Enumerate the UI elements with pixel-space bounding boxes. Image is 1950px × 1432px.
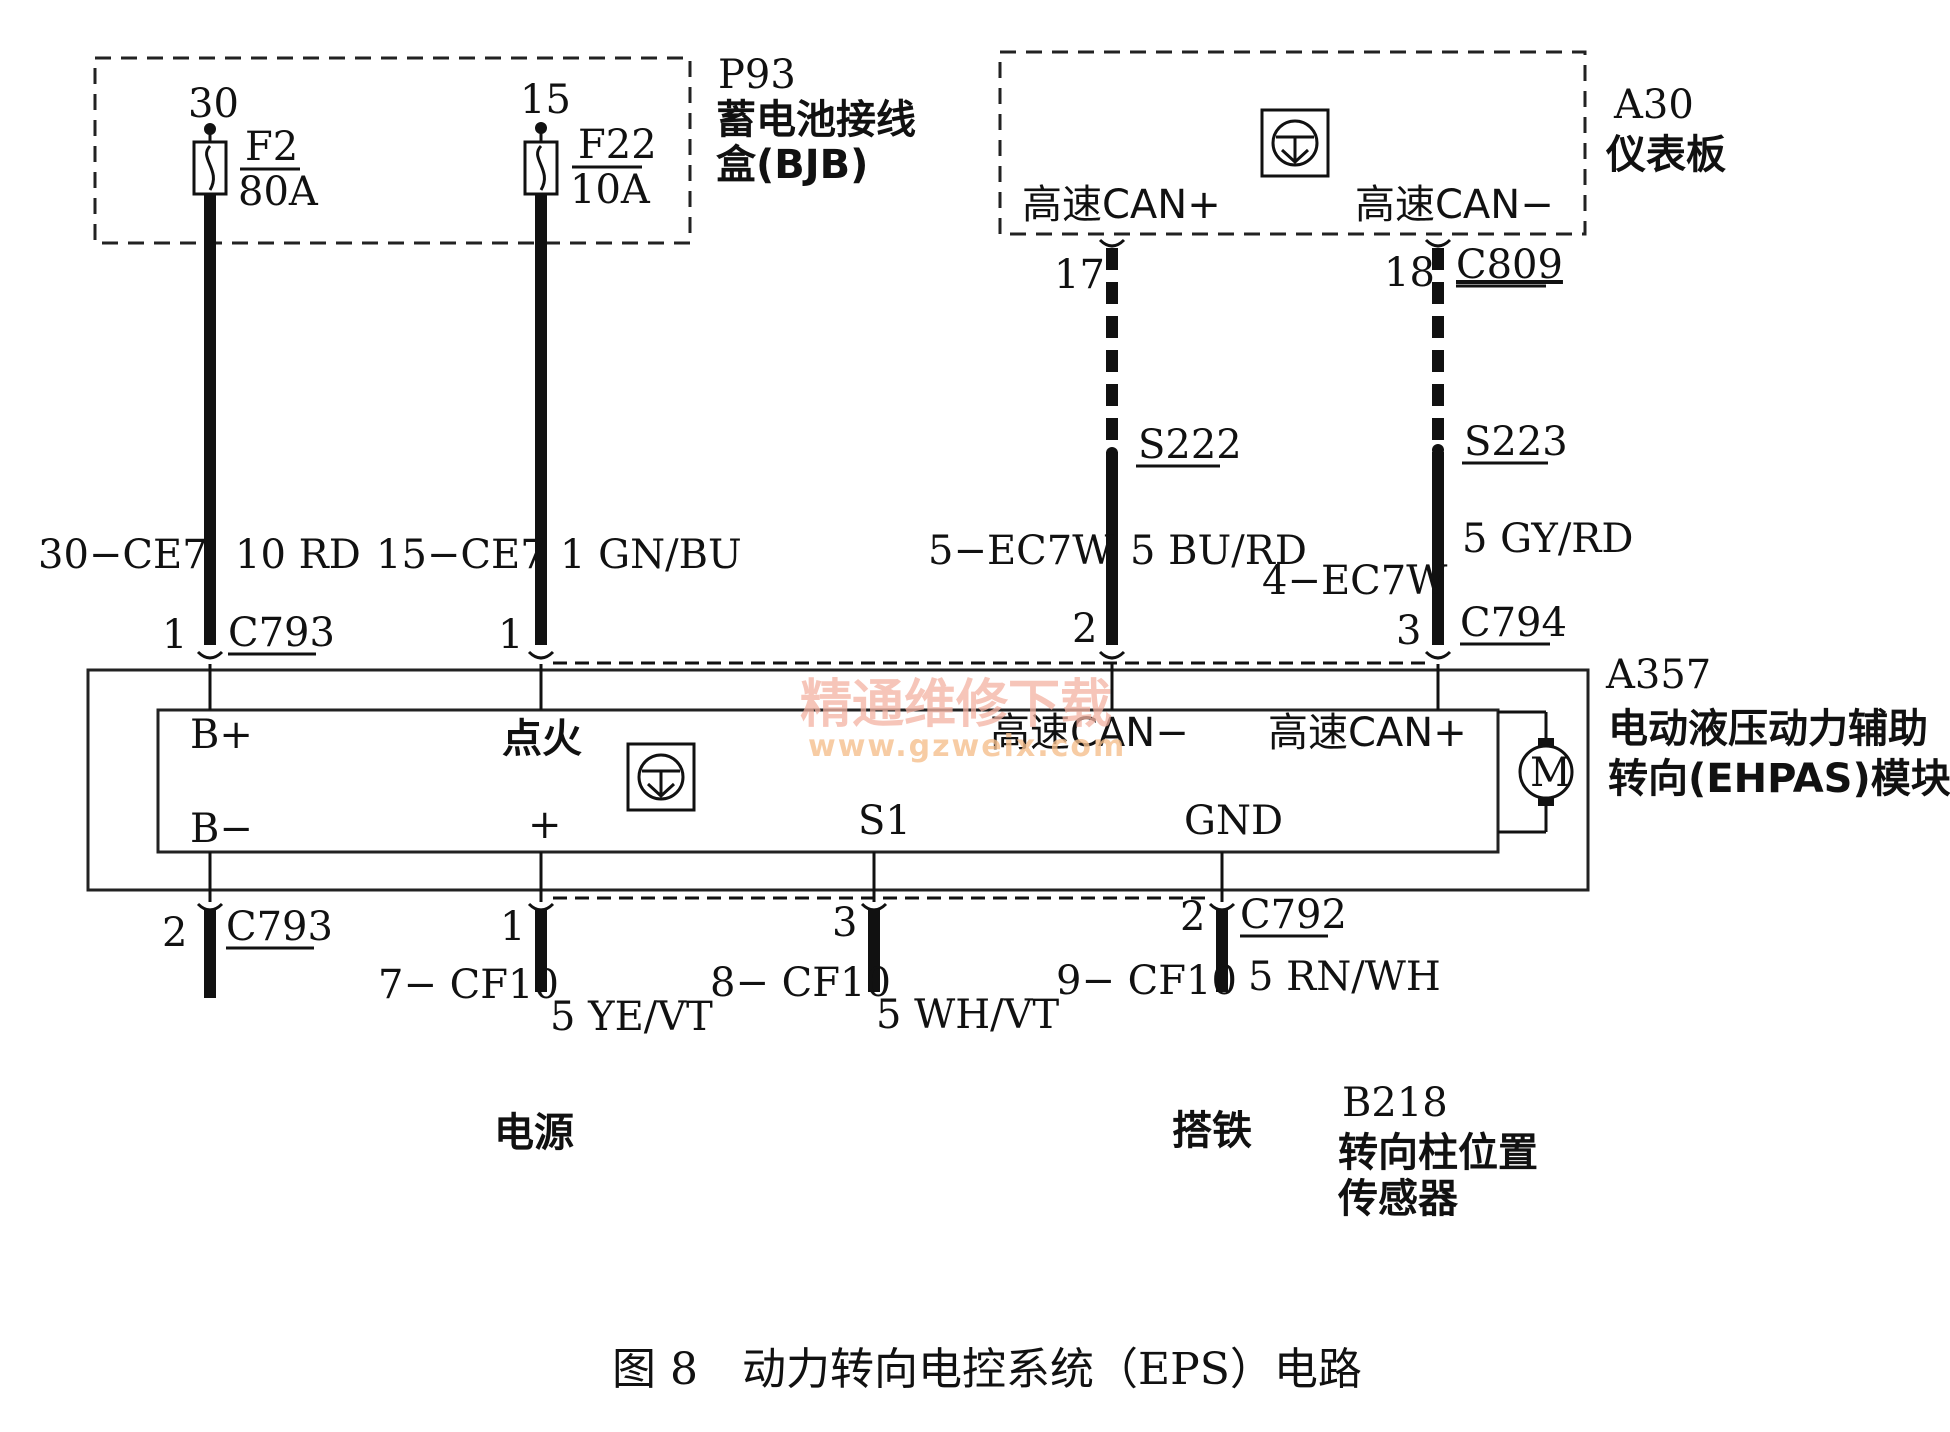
wire-15-ce7-circuit: 15−CE7 (376, 532, 546, 578)
wire-5-ec7w-circuit: 5−EC7W (928, 528, 1113, 574)
a30-instrument-cluster-box (998, 50, 1587, 236)
a30-module-icon (1260, 108, 1330, 178)
a357-module-icon (626, 742, 696, 812)
c793-top-connector-label: C793 (228, 610, 335, 656)
wire-4-ec7w-circuit: 4−EC7W (1262, 558, 1447, 604)
a357-gnd-label: GND (1184, 798, 1283, 844)
f22-pin-label: 15 (520, 77, 571, 123)
wire-9-cf10-circuit: 9− CF10 (1056, 958, 1237, 1004)
p93-name-line1: 蓄电池接线 (716, 97, 916, 143)
a357-ignition-label: 点火 (502, 716, 582, 762)
f2-pin-label: 30 (188, 81, 239, 127)
a30-can-plus-label: 高速CAN+ (1022, 182, 1221, 228)
power-label: 电源 (494, 1110, 574, 1156)
gnd-bottom-pin-2: 2 (1180, 894, 1205, 940)
c793-bottom-pin-2: 2 (162, 910, 187, 956)
f22-rating: 10A (570, 167, 651, 213)
a357-bplus-label: B+ (190, 712, 253, 758)
wire-7-cf10-circuit: 7− CF10 (378, 962, 559, 1008)
wire-7-cf10-color: 5 YE/VT (550, 994, 713, 1040)
s222-label: S222 (1138, 422, 1242, 468)
wire-30-ce7-color: 10 RD (235, 532, 361, 578)
c809-connector-label: C809 (1456, 242, 1563, 288)
wire-5-ec7w-color: 5 BU/RD (1130, 528, 1307, 574)
a357-module-inner-box (156, 708, 1500, 854)
a357-s1-label: S1 (858, 798, 911, 844)
a30-name: 仪表板 (1605, 132, 1726, 178)
c809-pin-17: 17 (1054, 252, 1105, 298)
c809-pin-18: 18 (1384, 250, 1435, 296)
s223-label: S223 (1464, 419, 1568, 465)
a357-module-outer-box (86, 668, 1590, 892)
a30-can-minus-label: 高速CAN− (1355, 182, 1554, 228)
p93-junction-box (93, 56, 692, 245)
c794-connector-label: C794 (1460, 600, 1567, 646)
f2-rating: 80A (238, 169, 319, 215)
f2-name: F2 (245, 124, 298, 170)
wire-9-cf10-color: 5 RN/WH (1248, 954, 1441, 1000)
b218-name-line2: 传感器 (1337, 1176, 1459, 1222)
wire-4-ec7w-color: 5 GY/RD (1462, 516, 1633, 562)
a357-id: A357 (1605, 652, 1711, 698)
can-plus-top-pin-3: 3 (1396, 608, 1421, 654)
wire-15-ce7-color: 1 GN/BU (560, 532, 742, 578)
ignition-top-pin-1: 1 (498, 612, 523, 658)
p93-name-line2: 盒(BJB) (716, 142, 868, 188)
watermark-url: www.gzweix.com (808, 729, 1126, 764)
c793-bottom-connector-label: C793 (226, 904, 333, 950)
figure-caption: 图 8 动力转向电控系统（EPS）电路 (612, 1344, 1362, 1395)
wire-8-cf10-color: 5 WH/VT (876, 992, 1060, 1038)
ground-label: 搭铁 (1172, 1108, 1252, 1154)
c793-top-pin-1: 1 (162, 612, 187, 658)
s1-bottom-pin-3: 3 (832, 900, 857, 946)
b218-id: B218 (1342, 1080, 1448, 1126)
wire-30-ce7-circuit: 30−CE7 (38, 532, 208, 578)
f22-name: F22 (578, 122, 657, 168)
can-minus-top-pin-2: 2 (1072, 606, 1097, 652)
b218-name-line1: 转向柱位置 (1338, 1130, 1538, 1176)
p93-id: P93 (718, 52, 796, 98)
a357-bminus-label: B− (190, 806, 253, 852)
a357-name-line1: 电动液压动力辅助 (1608, 706, 1928, 752)
a357-can-plus-label: 高速CAN+ (1268, 710, 1467, 756)
c792-connector-label: C792 (1240, 892, 1347, 938)
motor-label: M (1530, 750, 1571, 796)
motor-icon (1518, 744, 1574, 800)
a357-name-line2: 转向(EHPAS)模块 (1608, 756, 1950, 802)
a357-plus-label: + (528, 802, 562, 848)
watermark-chinese: 精通维修下载 (800, 675, 1112, 735)
wire-8-cf10-circuit: 8− CF10 (710, 960, 891, 1006)
plus-bottom-pin-1: 1 (500, 904, 525, 950)
a357-can-minus-label: 高速CAN− (990, 710, 1189, 756)
a30-id: A30 (1613, 82, 1694, 128)
